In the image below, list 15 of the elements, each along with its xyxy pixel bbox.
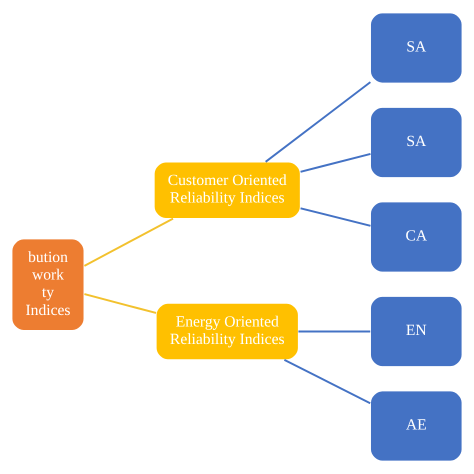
node-box: Energy Oriented Reliability Indices — [156, 302, 299, 360]
connector — [300, 207, 371, 227]
node-box: AE — [370, 390, 463, 462]
node-box: EN — [370, 296, 463, 368]
connector — [265, 81, 371, 163]
node-box: CA — [370, 201, 463, 273]
node-box: SA — [370, 12, 463, 84]
connector — [298, 330, 370, 332]
connector — [300, 152, 371, 173]
connector — [84, 218, 174, 267]
connector — [284, 359, 371, 404]
node-box: Customer Oriented Reliability Indices — [154, 161, 301, 219]
node-box: SA — [370, 106, 463, 178]
connector — [84, 293, 156, 314]
node-box: bution work ty Indices — [11, 238, 85, 332]
